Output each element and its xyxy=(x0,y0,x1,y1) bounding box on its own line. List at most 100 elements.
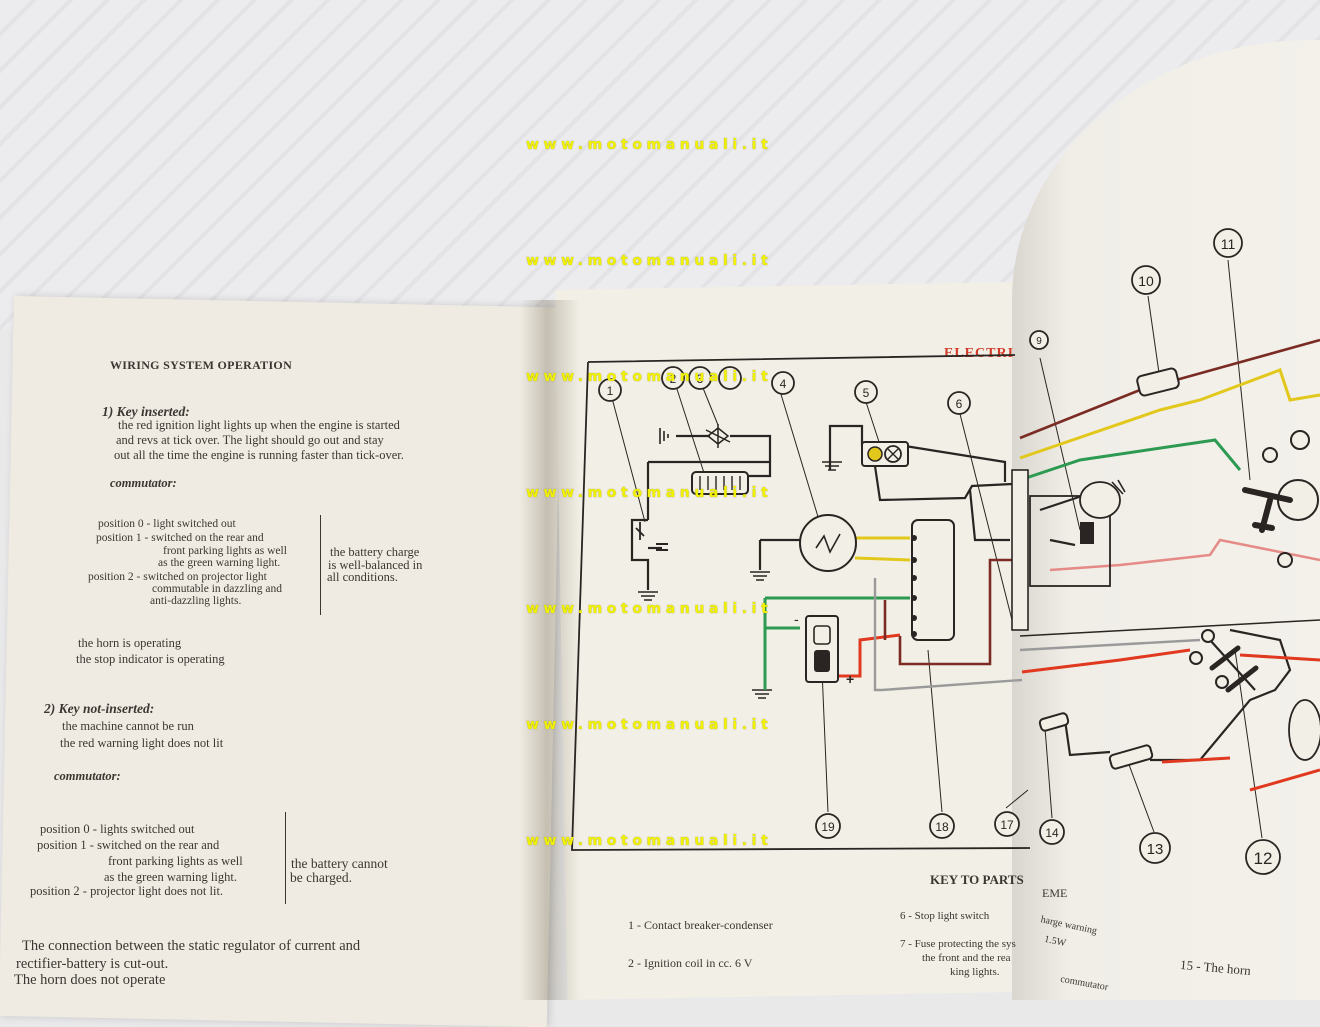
callout-labels: 1 2 3 4 5 6 9 10 11 12 13 14 17 18 19 xyxy=(607,236,1273,868)
wire-green xyxy=(763,438,1242,690)
watermark: www.motomanuali.it xyxy=(526,253,773,269)
electrical-title: ELECTRI xyxy=(944,346,1015,361)
section1-line: and revs at tick over. The light should … xyxy=(116,433,384,447)
section1-line: the red ignition light lights up when th… xyxy=(118,418,400,432)
battery-note: be charged. xyxy=(290,870,352,885)
diagram-frame xyxy=(571,354,1031,851)
callout-10: 10 xyxy=(1138,273,1154,289)
callout-17: 17 xyxy=(1000,818,1014,832)
watermark: www.motomanuali.it xyxy=(526,485,773,501)
light-switch-lever xyxy=(1209,645,1259,693)
battery-note: the battery cannot xyxy=(291,856,388,871)
scheme-fragment: EME xyxy=(1042,886,1068,900)
key-item: 2 - Ignition coil in cc. 6 V xyxy=(628,956,753,970)
position-line: commutable in dazzling and xyxy=(152,583,282,595)
position-line: anti-dazzling lights. xyxy=(150,595,242,607)
book-gutter xyxy=(520,300,580,1000)
ground-symbols xyxy=(638,428,1126,699)
commutator-terminal xyxy=(1262,447,1278,463)
callout-6: 6 xyxy=(956,397,963,411)
bracket-line xyxy=(285,812,286,904)
bulb-socket xyxy=(1080,522,1094,544)
key-item: 1 - Contact breaker-condenser xyxy=(628,918,773,932)
battery-note: all conditions. xyxy=(327,570,398,584)
connector xyxy=(1038,712,1070,732)
key-item: 6 - Stop light switch xyxy=(900,910,990,922)
alternator xyxy=(799,514,857,572)
watermark: www.motomanuali.it xyxy=(526,601,773,617)
key-item: 7 - Fuse protecting the sys xyxy=(900,938,1016,950)
section1-line: out all the time the engine is running f… xyxy=(114,448,404,462)
callout-11: 11 xyxy=(1221,236,1236,252)
wiring-diagram: - + 1 2 3 4 5 6 9 10 xyxy=(571,228,1320,875)
callout-9: 9 xyxy=(1036,336,1042,347)
position-line: position 0 - lights switched out xyxy=(40,822,195,836)
key-item: king lights. xyxy=(950,966,1000,978)
bracket-line xyxy=(320,515,321,615)
watermark: www.motomanuali.it xyxy=(526,833,773,849)
minus-sign: - xyxy=(794,611,799,627)
callout-19: 19 xyxy=(821,820,835,834)
horn xyxy=(1288,699,1320,761)
diagram-divider xyxy=(1019,619,1320,637)
section2-title: 2) Key not-inserted: xyxy=(44,701,155,716)
wire-red xyxy=(838,633,1320,792)
commutator-label: commutator: xyxy=(110,476,177,490)
fuse xyxy=(1136,367,1180,397)
callout-13: 13 xyxy=(1147,841,1164,858)
spark-plug xyxy=(705,424,731,448)
fuse-strip xyxy=(1011,469,1029,631)
switch-terminal xyxy=(1215,675,1229,689)
regulator-cell xyxy=(814,650,830,672)
battery-note: the battery charge xyxy=(330,545,420,559)
bulb-cross xyxy=(886,447,900,461)
footer-line: The horn does not operate xyxy=(14,972,166,988)
switch-terminal xyxy=(1189,651,1203,665)
key-item: the front and the rea xyxy=(922,952,1011,964)
position-line: position 1 - switched on the rear and xyxy=(96,532,264,544)
junction-box xyxy=(911,519,955,641)
junction-terminals xyxy=(911,535,917,637)
position-line: position 2 - switched on projector light xyxy=(88,571,267,583)
footer-line: The connection between the static regula… xyxy=(22,938,361,954)
callout-5: 5 xyxy=(863,386,870,400)
position-line: position 1 - switched on the rear and xyxy=(37,838,220,852)
watermark: www.motomanuali.it xyxy=(526,137,773,153)
callout-4: 4 xyxy=(780,377,787,391)
section1-title: 1) Key inserted: xyxy=(102,404,190,419)
section2-line: the machine cannot be run xyxy=(62,719,194,733)
commutator-terminal xyxy=(1290,430,1310,450)
plus-sign: + xyxy=(846,671,854,687)
wire-grey xyxy=(873,578,1201,692)
page-heading: WIRING SYSTEM OPERATION xyxy=(110,358,293,372)
headlamp-bulb xyxy=(1079,481,1121,519)
contact-breaker xyxy=(635,522,645,540)
position-line: position 2 - projector light does not li… xyxy=(30,884,224,898)
wire-pink xyxy=(1049,538,1320,572)
commutator-terminal xyxy=(1277,552,1293,568)
callout-1: 1 xyxy=(607,384,614,398)
callout-2: 2 xyxy=(670,372,677,386)
wire-black xyxy=(630,424,1292,762)
connector xyxy=(1108,744,1154,770)
position-line: as the green warning light. xyxy=(104,870,237,884)
key-heading: KEY TO PARTS xyxy=(930,872,1024,887)
watermark: www.motomanuali.it xyxy=(526,717,773,733)
switch-terminal xyxy=(1201,629,1215,643)
commutator-label: commutator: xyxy=(54,769,121,783)
condenser xyxy=(656,543,668,551)
section2-line: the red warning light does not lit xyxy=(60,736,224,750)
horn-line: the horn is operating xyxy=(78,636,182,650)
position-line: as the green warning light. xyxy=(158,557,281,569)
bulb xyxy=(884,445,902,463)
battery-note: is well-balanced in xyxy=(328,558,423,572)
callout-12: 12 xyxy=(1254,849,1273,868)
position-line: front parking lights as well xyxy=(108,854,243,868)
watermark: www.motomanuali.it xyxy=(526,369,773,385)
warning-light xyxy=(867,446,883,462)
callout-circles xyxy=(598,228,1281,875)
regulator-cell xyxy=(813,625,831,645)
headlamp-housing xyxy=(1029,495,1111,587)
coil-windings xyxy=(699,476,741,490)
footer-line: rectifier-battery is cut-out. xyxy=(16,956,169,972)
